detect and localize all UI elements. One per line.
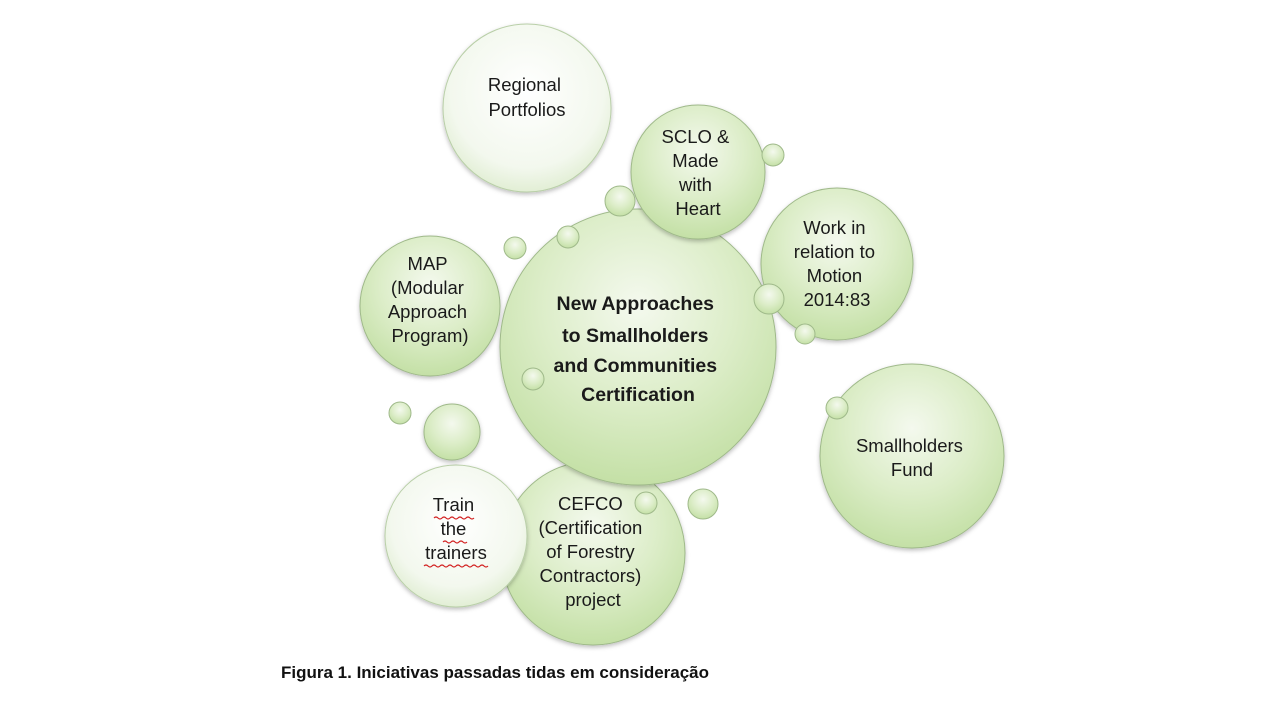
center-line-2: to Smallholders bbox=[562, 325, 708, 347]
bubble-train-line-3: trainers bbox=[425, 542, 487, 563]
bubble-sclo-line-1: SCLO & bbox=[662, 126, 731, 147]
small-bubble bbox=[423, 403, 481, 461]
bubble-work-line-2: relation to bbox=[794, 241, 875, 262]
bubble-cefco-line-1: CEFCO bbox=[558, 493, 623, 514]
small-bubble bbox=[825, 396, 849, 420]
bubble-cefco-line-5: project bbox=[565, 589, 621, 610]
bubble-cefco-line-4: Contractors) bbox=[540, 565, 642, 586]
spellcheck-underline-the bbox=[442, 540, 468, 544]
spellcheck-underline-trainers bbox=[423, 564, 489, 568]
spellcheck-underline-train bbox=[433, 516, 475, 520]
small-bubble bbox=[556, 225, 580, 249]
bubble-map-line-1: MAP bbox=[408, 253, 448, 274]
bubble-train-line-2: the bbox=[441, 518, 467, 539]
svg-text:CEFCO (Certification: CEFCO (Certification of Forestry Contrac… bbox=[539, 493, 648, 610]
bubble-map-line-4: Program) bbox=[391, 325, 468, 346]
bubble-sclo-made-with-heart: SCLO & Made with Heart bbox=[630, 104, 766, 240]
decorative-bubbles bbox=[388, 143, 849, 520]
bubble-map-line-3: Approach bbox=[388, 301, 467, 322]
svg-text:New Approaches to Smal: New Approaches to Smallholders and Commu… bbox=[553, 293, 722, 406]
svg-text:Regional Portfolios: Regional Portfolios bbox=[488, 74, 566, 120]
bubble-smallholders-fund-line-1: Smallholders bbox=[856, 435, 963, 456]
bubble-cefco-line-3: of Forestry bbox=[546, 541, 635, 562]
bubble-work-line-3: Motion bbox=[807, 265, 863, 286]
bubble-sclo-line-4: Heart bbox=[675, 198, 720, 219]
svg-text:Work in relation to: Work in relation to Motion 2014:83 bbox=[794, 217, 880, 310]
bubble-train-line-1: Train bbox=[433, 494, 474, 515]
figure-caption: Figura 1. Iniciativas passadas tidas em … bbox=[281, 663, 710, 682]
small-bubble bbox=[761, 143, 785, 167]
bubble-sclo-line-3: with bbox=[678, 174, 712, 195]
bubble-work-line-1: Work in bbox=[803, 217, 865, 238]
bubble-center-new-approaches: New Approaches to Smallholders and Commu… bbox=[499, 208, 777, 486]
center-line-3: and Communities bbox=[553, 355, 717, 377]
bubble-work-motion: Work in relation to Motion 2014:83 bbox=[760, 187, 914, 341]
bubble-smallholders-fund: Smallholders Fund bbox=[819, 363, 1005, 549]
bubble-regional-portfolios-line-1: Regional bbox=[488, 74, 561, 95]
small-bubble bbox=[388, 401, 412, 425]
bubble-cefco: CEFCO (Certification of Forestry Contrac… bbox=[500, 460, 686, 646]
small-bubble bbox=[503, 236, 527, 260]
bubble-sclo-line-2: Made bbox=[672, 150, 718, 171]
svg-text:Smallholders Fund: Smallholders Fund bbox=[856, 435, 968, 480]
small-bubble bbox=[687, 488, 719, 520]
center-line-4: Certification bbox=[581, 384, 695, 406]
bubble-map: MAP (Modular Approach Program) bbox=[359, 235, 501, 377]
bubble-regional-portfolios: Regional Portfolios bbox=[442, 23, 612, 193]
center-line-1: New Approaches bbox=[557, 293, 715, 315]
svg-text:SCLO & Made wi: SCLO & Made with Heart bbox=[662, 126, 735, 219]
small-bubble bbox=[604, 185, 636, 217]
bubble-work-line-4: 2014:83 bbox=[804, 289, 871, 310]
bubble-cefco-line-2: (Certification bbox=[539, 517, 643, 538]
bubble-train-the-trainers: Train the trainers bbox=[384, 464, 528, 608]
small-bubble bbox=[794, 323, 816, 345]
bubble-smallholders-fund-line-2: Fund bbox=[891, 459, 933, 480]
svg-text:Train the trai: Train the trainers bbox=[425, 494, 487, 563]
small-bubble bbox=[634, 491, 658, 515]
bubble-map-line-2: (Modular bbox=[391, 277, 464, 298]
svg-text:MAP (Modular A: MAP (Modular Approach Program) bbox=[388, 253, 472, 346]
small-bubble bbox=[521, 367, 545, 391]
bubble-regional-portfolios-line-2: Portfolios bbox=[488, 99, 565, 120]
small-bubble bbox=[753, 283, 785, 315]
